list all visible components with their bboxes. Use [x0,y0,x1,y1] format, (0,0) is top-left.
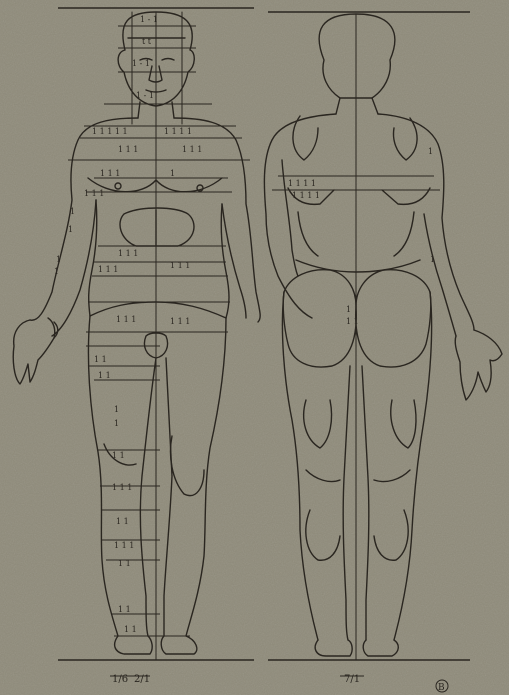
svg-text:1 1: 1 1 [98,371,111,380]
plate-mark: B [438,683,445,693]
svg-text:1 1: 1 1 [116,517,129,526]
svg-text:1 1 1: 1 1 1 [114,541,134,550]
svg-text:1 1: 1 1 [112,451,125,460]
svg-text:1 1 1: 1 1 1 [98,265,118,274]
svg-text:1 1 1: 1 1 1 [116,315,136,324]
svg-text:1: 1 [54,267,59,276]
svg-text:1: 1 [70,207,75,216]
svg-text:1: 1 [114,419,119,428]
svg-text:1 1 1: 1 1 1 [84,189,104,198]
svg-text:1: 1 [346,305,351,314]
svg-text:1 - 1: 1 - 1 [136,91,154,100]
svg-text:1 1: 1 1 [124,625,137,634]
svg-text:1 - 1: 1 - 1 [132,59,150,68]
svg-text:1 1 1: 1 1 1 [118,145,138,154]
svg-text:1 1 1: 1 1 1 [112,483,132,492]
svg-text:1: 1 [430,255,435,264]
svg-text:1 1 1: 1 1 1 [100,169,120,178]
svg-text:1: 1 [56,255,61,264]
svg-text:1: 1 [428,147,433,156]
svg-text:1 1: 1 1 [118,605,131,614]
svg-text:1 1 1: 1 1 1 [170,317,190,326]
svg-text:1 1: 1 1 [346,317,359,326]
svg-text:1: 1 [68,225,73,234]
svg-text:t t: t t [142,37,152,46]
svg-text:1 1 1: 1 1 1 [170,261,190,270]
svg-text:1 1 1: 1 1 1 [182,145,202,154]
svg-text:1 1: 1 1 [94,355,107,364]
svg-text:1 1 1 1: 1 1 1 1 [292,191,320,200]
svg-text:1 - 1: 1 - 1 [140,15,158,24]
svg-text:1 1 1: 1 1 1 [118,249,138,258]
svg-text:1: 1 [114,405,119,414]
svg-text:1 1 1 1: 1 1 1 1 [164,127,192,136]
svg-text:1 1: 1 1 [118,559,131,568]
svg-text:1 1 1 1: 1 1 1 1 [288,179,316,188]
svg-text:1: 1 [170,169,175,178]
svg-text:1 1 1 1 1: 1 1 1 1 1 [92,127,128,136]
